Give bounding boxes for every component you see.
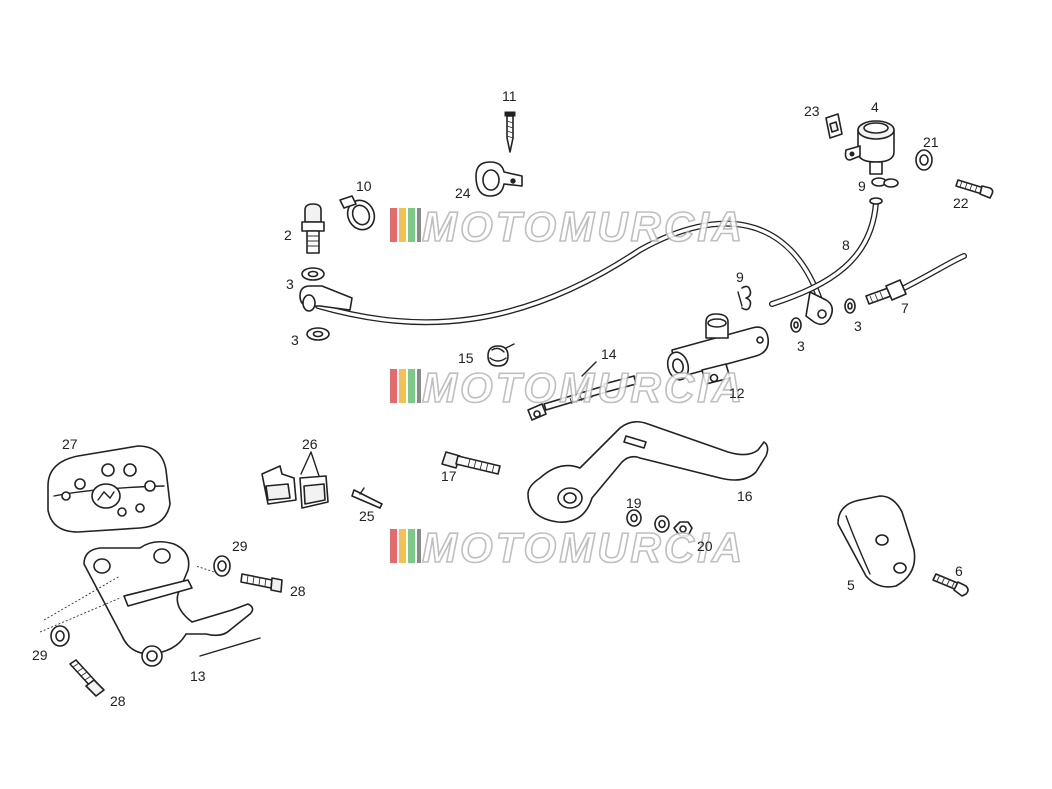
watermark-text-bottom: MOTOMURCIA xyxy=(422,524,745,571)
part-6-screw xyxy=(932,573,969,597)
label-19: 19 xyxy=(626,495,642,511)
part-13-caliper-bracket xyxy=(83,540,261,667)
label-17: 17 xyxy=(441,468,457,484)
label-8: 8 xyxy=(842,237,850,253)
leader-lines xyxy=(39,245,849,633)
part-10-hose-clip xyxy=(339,195,376,231)
label-3-right-b: 3 xyxy=(854,318,862,334)
part-22-screw xyxy=(955,179,994,199)
part-28-bolt-right xyxy=(240,573,283,593)
label-26: 26 xyxy=(302,436,318,452)
label-24: 24 xyxy=(455,185,471,201)
part-19-washer xyxy=(626,509,642,527)
part-number-labels: 11 24 10 2 3 3 23 4 21 9 22 8 9 7 3 3 15… xyxy=(32,88,969,709)
watermark-text-middle: MOTOMURCIA xyxy=(422,364,745,411)
label-3-upper: 3 xyxy=(286,276,294,292)
watermark-bottom: MOTOMURCIA xyxy=(390,523,745,572)
label-29-right: 29 xyxy=(232,538,248,554)
watermark-top: MOTOMURCIA xyxy=(390,202,745,251)
part-21-washer xyxy=(915,149,933,171)
label-4: 4 xyxy=(871,99,879,115)
part-15-spring xyxy=(487,343,515,367)
label-13: 13 xyxy=(190,668,206,684)
part-2-bleed-valve xyxy=(301,203,325,254)
label-2: 2 xyxy=(284,227,292,243)
part-27-brake-caliper xyxy=(47,445,171,533)
label-3-lower: 3 xyxy=(291,332,299,348)
watermark-text-top: MOTOMURCIA xyxy=(422,203,745,250)
label-28-left: 28 xyxy=(110,693,126,709)
label-9-middle: 9 xyxy=(736,269,744,285)
part-3-washer-upper xyxy=(301,267,325,281)
label-28-right: 28 xyxy=(290,583,306,599)
label-20: 20 xyxy=(697,538,713,554)
part-9-clip-top xyxy=(871,177,899,188)
part-3-washer-right-a xyxy=(790,317,802,333)
label-16: 16 xyxy=(737,488,753,504)
label-15: 15 xyxy=(458,350,474,366)
label-5: 5 xyxy=(847,577,855,593)
watermark-middle: MOTOMURCIA xyxy=(390,363,745,412)
label-22: 22 xyxy=(953,195,969,211)
part-24-hose-clamp xyxy=(475,161,523,197)
part-20-washer xyxy=(654,515,670,533)
part-20-nut xyxy=(673,521,693,537)
label-10: 10 xyxy=(356,178,372,194)
part-7-hose-fitting xyxy=(865,253,967,305)
part-28-bolt-left xyxy=(69,659,105,697)
part-8-reservoir-hose xyxy=(769,197,883,307)
brake-hose-long xyxy=(299,220,834,326)
part-29-washer-left xyxy=(50,625,70,647)
label-12: 12 xyxy=(729,385,745,401)
part-23-bracket xyxy=(825,113,843,139)
label-6: 6 xyxy=(955,563,963,579)
part-29-washer-right xyxy=(213,555,231,577)
part-12-master-cylinder xyxy=(666,313,770,385)
part-26-brake-pads xyxy=(261,451,329,509)
part-14-push-rod xyxy=(527,375,637,421)
label-25: 25 xyxy=(359,508,375,524)
part-9-clip-middle xyxy=(737,285,752,311)
label-3-right-a: 3 xyxy=(797,338,805,354)
label-29-left: 29 xyxy=(32,647,48,663)
label-9-top: 9 xyxy=(858,178,866,194)
label-21: 21 xyxy=(923,134,939,150)
label-7: 7 xyxy=(901,300,909,316)
label-27: 27 xyxy=(62,436,78,452)
part-5-cover xyxy=(837,495,916,588)
part-3-washer-right-b xyxy=(844,298,856,314)
part-11-screw xyxy=(504,111,516,153)
label-23: 23 xyxy=(804,103,820,119)
part-16-brake-pedal xyxy=(527,420,769,523)
part-25-pin xyxy=(351,487,383,509)
part-17-bolt xyxy=(441,451,501,475)
part-3-washer-lower xyxy=(306,327,330,341)
label-11: 11 xyxy=(502,88,517,104)
label-14: 14 xyxy=(601,346,617,362)
part-4-fluid-reservoir xyxy=(844,120,895,175)
